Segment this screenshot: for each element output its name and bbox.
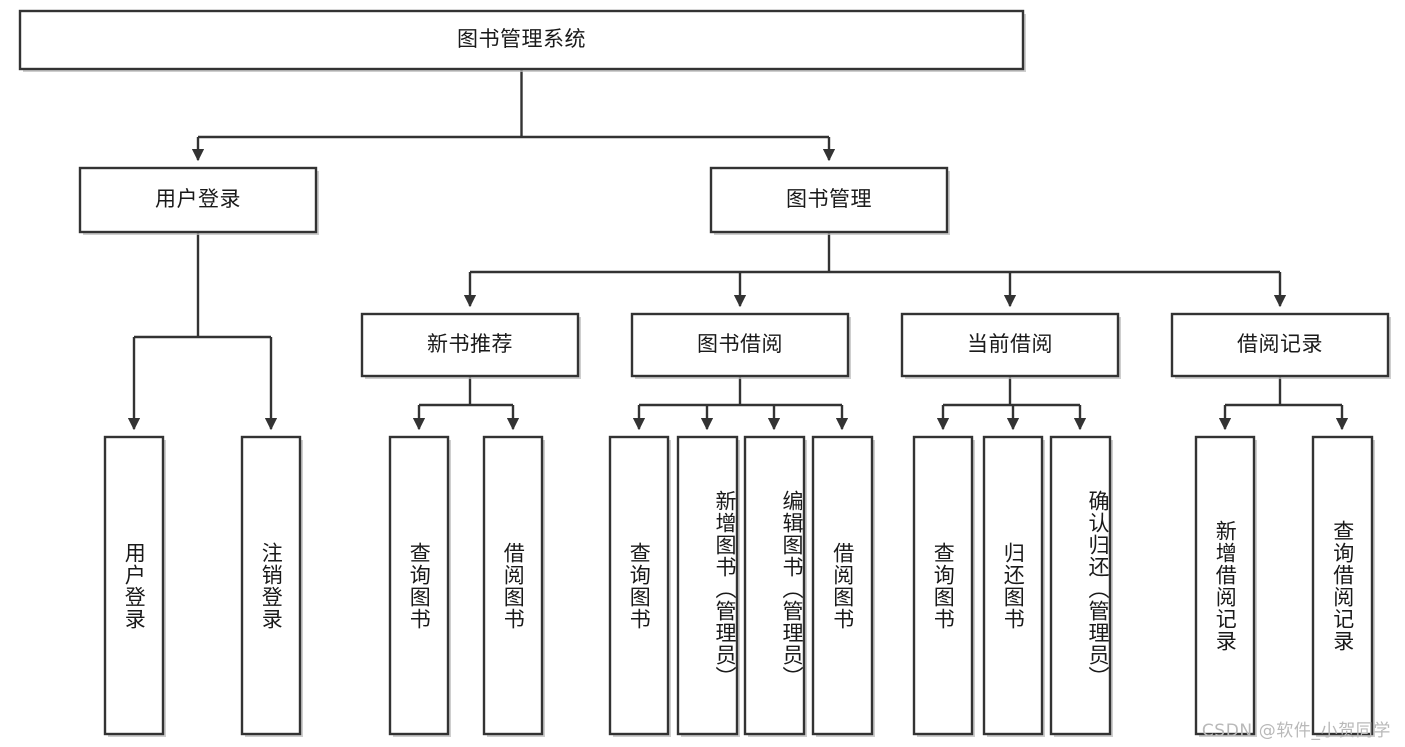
box-book-borrow — [630, 312, 850, 378]
connector-newbook-to-leaves — [412, 376, 520, 431]
box-leaf-add-record — [1194, 435, 1256, 736]
box-borrow-record — [1170, 312, 1390, 378]
box-leaf-user-login — [103, 435, 165, 736]
box-leaf-return-book — [982, 435, 1044, 736]
box-leaf-query-book-2 — [608, 435, 670, 736]
box-leaf-user-logout — [240, 435, 302, 736]
box-leaf-borrow-book-2 — [811, 435, 874, 736]
box-leaf-borrow-book-1 — [482, 435, 544, 736]
connector-currentborrow-to-leaves — [936, 376, 1087, 431]
box-leaf-edit-book — [743, 435, 806, 736]
connector-root-to-level2 — [191, 69, 836, 162]
box-leaf-query-book-3 — [912, 435, 974, 736]
box-user-login — [78, 166, 318, 234]
box-new-book-recommend — [360, 312, 580, 378]
box-root — [18, 9, 1025, 71]
box-leaf-confirm-return — [1049, 435, 1112, 736]
connector-bookborrow-to-leaves — [632, 376, 849, 431]
box-leaf-query-record — [1311, 435, 1374, 736]
box-leaf-query-book-1 — [388, 435, 450, 736]
box-leaf-add-book — [676, 435, 739, 736]
box-book-manage — [709, 166, 949, 234]
connector-userlogin-to-leaves — [127, 232, 278, 431]
box-current-borrow — [900, 312, 1120, 378]
connector-bookmanage-to-level3 — [463, 232, 1287, 308]
connector-borrowrecord-to-leaves — [1218, 376, 1349, 431]
node-boxes — [18, 9, 1391, 737]
